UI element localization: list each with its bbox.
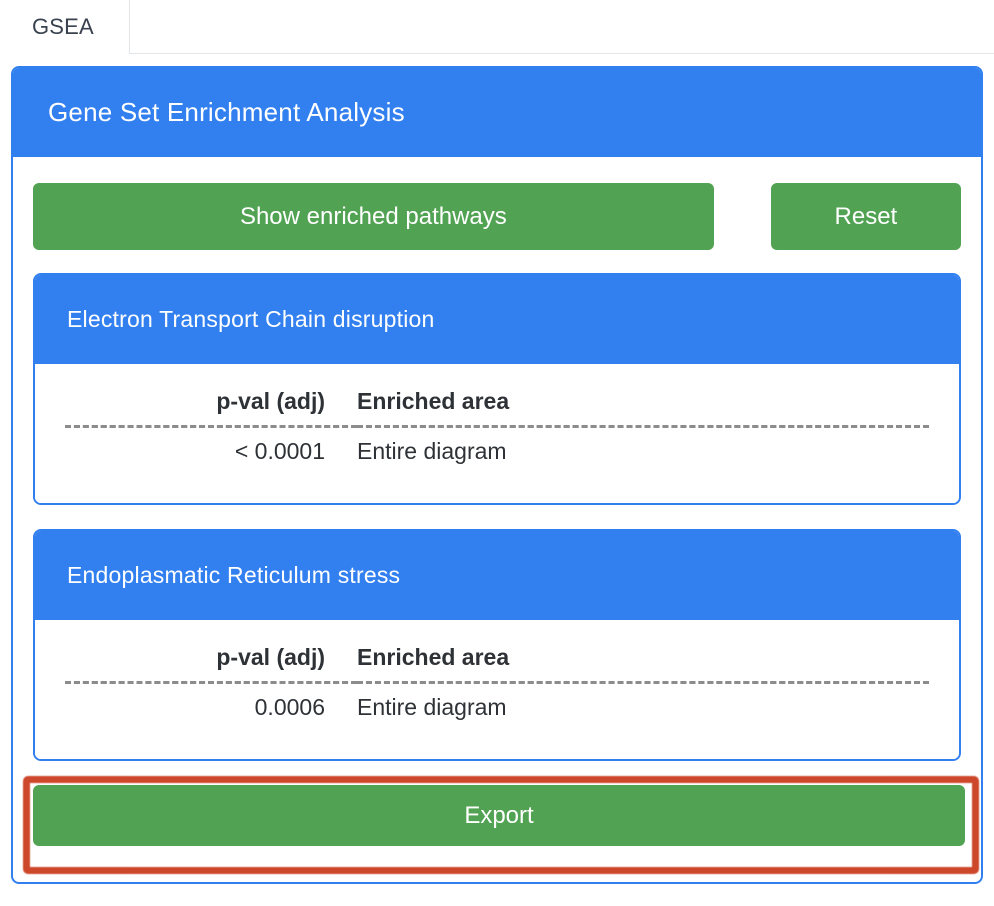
pathway-card-header: Electron Transport Chain disruption	[35, 275, 959, 364]
page-title: Gene Set Enrichment Analysis	[48, 97, 405, 127]
pathway-card[interactable]: Endoplasmatic Reticulum stress p-val (ad…	[33, 529, 961, 761]
table-row: 0.0006 Entire diagram	[65, 683, 929, 732]
column-header-pval: p-val (adj)	[65, 378, 357, 428]
pathway-card-body: p-val (adj) Enriched area 0.0006 Entire …	[35, 620, 959, 759]
pathway-card-body: p-val (adj) Enriched area < 0.0001 Entir…	[35, 364, 959, 503]
export-button-wrap: Export	[13, 776, 981, 874]
pathway-card-list: Electron Transport Chain disruption p-va…	[13, 250, 981, 761]
column-header-enriched-area: Enriched area	[357, 634, 929, 684]
table-header-row: p-val (adj) Enriched area	[65, 378, 929, 428]
show-enriched-pathways-button[interactable]: Show enriched pathways	[33, 183, 714, 250]
cell-pval: 0.0006	[254, 694, 325, 720]
cell-enriched-area: Entire diagram	[357, 694, 507, 720]
tab-gsea[interactable]: GSEA	[12, 0, 129, 54]
tab-gsea-label: GSEA	[32, 14, 94, 39]
tab-strip: GSEA	[0, 0, 994, 55]
reset-button[interactable]: Reset	[770, 183, 961, 250]
gsea-panel-body: Show enriched pathways Reset Electron Tr…	[13, 157, 981, 874]
pathway-title: Endoplasmatic Reticulum stress	[67, 562, 401, 588]
table-header-row: p-val (adj) Enriched area	[65, 634, 929, 684]
table-row: < 0.0001 Entire diagram	[65, 427, 929, 476]
cell-enriched-area: Entire diagram	[357, 438, 507, 464]
pathway-stats-table: p-val (adj) Enriched area < 0.0001 Entir…	[65, 378, 929, 475]
gsea-panel-header: Gene Set Enrichment Analysis	[13, 68, 981, 157]
export-button[interactable]: Export	[33, 785, 965, 846]
tab-strip-filler	[129, 0, 994, 54]
action-button-row: Show enriched pathways Reset	[13, 157, 981, 250]
cell-pval: < 0.0001	[234, 438, 325, 464]
column-header-enriched-area: Enriched area	[357, 378, 929, 428]
pathway-card[interactable]: Electron Transport Chain disruption p-va…	[33, 273, 961, 505]
pathway-stats-table: p-val (adj) Enriched area 0.0006 Entire …	[65, 634, 929, 731]
pathway-card-header: Endoplasmatic Reticulum stress	[35, 531, 959, 620]
column-header-pval: p-val (adj)	[65, 634, 357, 684]
pathway-title: Electron Transport Chain disruption	[67, 306, 435, 332]
gsea-panel: Gene Set Enrichment Analysis Show enrich…	[11, 66, 983, 884]
